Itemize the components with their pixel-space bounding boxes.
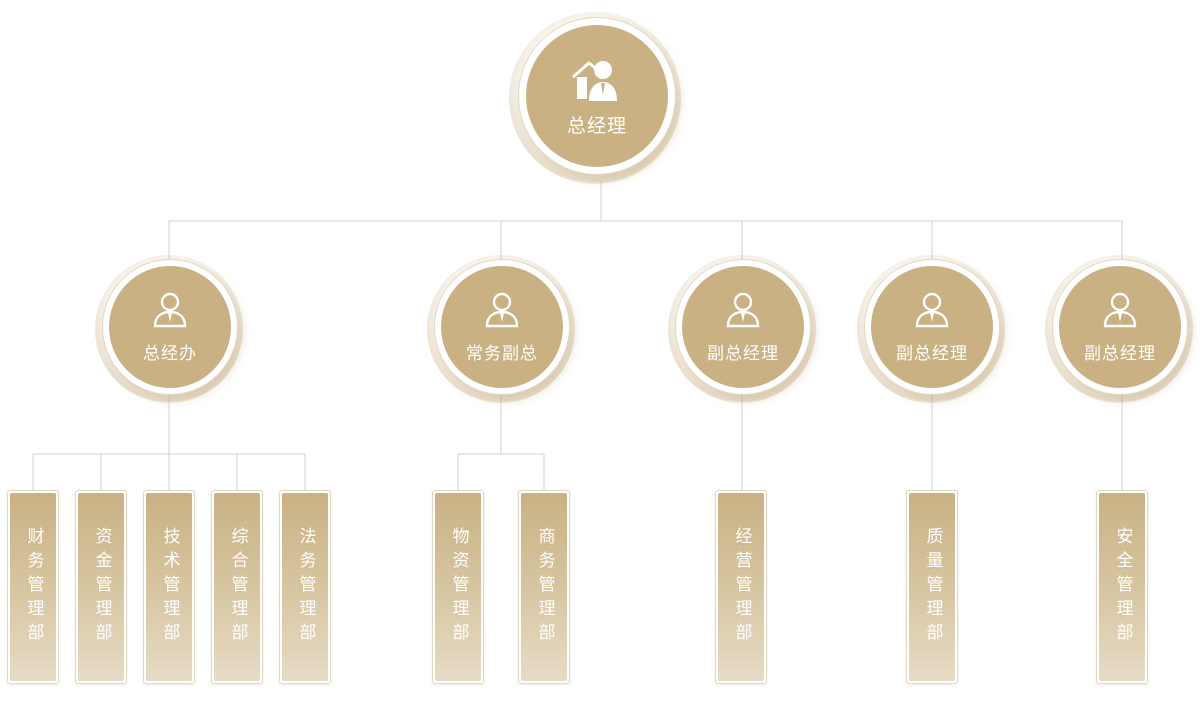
person-icon xyxy=(1101,291,1139,333)
dept-box-quality[interactable]: 质量管理部 xyxy=(906,490,958,684)
dept-label: 财务管理部 xyxy=(23,527,44,647)
root-node-label: 总经理 xyxy=(566,114,627,137)
dept-box-commerce[interactable]: 商务管理部 xyxy=(518,490,570,684)
dept-label: 技术管理部 xyxy=(159,527,180,647)
dept-label: 质量管理部 xyxy=(922,527,943,647)
dept-box-legal[interactable]: 法务管理部 xyxy=(279,490,331,684)
dept-box-general-affairs[interactable]: 综合管理部 xyxy=(211,490,263,684)
level2-node-label: 常务副总 xyxy=(466,343,538,364)
level2-node-vp-1[interactable]: 副总经理 xyxy=(668,255,816,403)
level2-node-vp-2[interactable]: 副总经理 xyxy=(857,255,1005,403)
person-icon xyxy=(151,291,189,333)
dept-box-safety[interactable]: 安全管理部 xyxy=(1096,490,1148,684)
dept-label: 资金管理部 xyxy=(91,527,112,647)
dept-label: 经营管理部 xyxy=(731,527,752,647)
dept-box-technology[interactable]: 技术管理部 xyxy=(143,490,195,684)
person-icon xyxy=(913,291,951,333)
dept-box-operations[interactable]: 经营管理部 xyxy=(715,490,767,684)
dept-label: 物资管理部 xyxy=(448,527,469,647)
level2-node-label: 副总经理 xyxy=(896,343,968,364)
level2-node-executive-vp[interactable]: 常务副总 xyxy=(427,255,575,403)
dept-label: 法务管理部 xyxy=(295,527,316,647)
dept-label: 商务管理部 xyxy=(534,527,555,647)
dept-label: 安全管理部 xyxy=(1112,527,1133,647)
manager-building-icon xyxy=(569,55,625,107)
level2-node-label: 副总经理 xyxy=(707,343,779,364)
person-icon xyxy=(724,291,762,333)
level2-node-label: 副总经理 xyxy=(1084,343,1156,364)
dept-box-finance[interactable]: 财务管理部 xyxy=(7,490,59,684)
root-node[interactable]: 总经理 xyxy=(509,12,681,184)
level2-node-vp-3[interactable]: 副总经理 xyxy=(1045,255,1193,403)
dept-box-materials[interactable]: 物资管理部 xyxy=(432,490,484,684)
dept-label: 综合管理部 xyxy=(227,527,248,647)
level2-node-label: 总经办 xyxy=(143,343,197,364)
person-icon xyxy=(483,291,521,333)
dept-box-funds[interactable]: 资金管理部 xyxy=(75,490,127,684)
level2-node-general-office[interactable]: 总经办 xyxy=(95,255,243,403)
